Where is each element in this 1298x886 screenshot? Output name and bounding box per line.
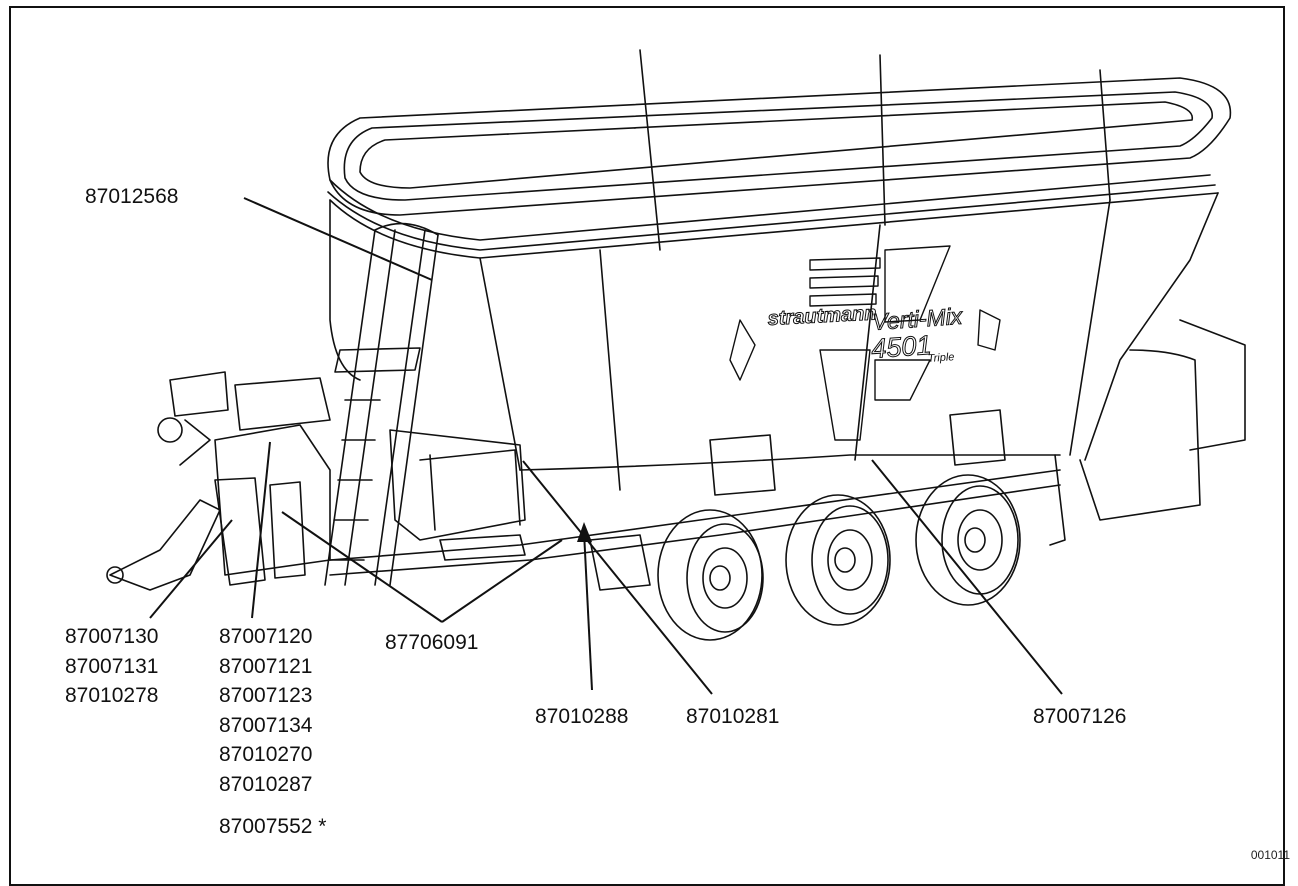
callout-control-extra: 87007552 * xyxy=(219,815,327,838)
callout-chassis: 87706091 xyxy=(385,631,479,654)
callout-side-front: 87010281 xyxy=(686,705,780,728)
callout-control-item: 87007123 xyxy=(219,684,313,707)
model-variant: Triple xyxy=(927,351,954,365)
callout-spring-mount: 87010288 xyxy=(535,705,629,728)
logo-decal: strautmann Verti-Mix 4501 Triple xyxy=(767,302,965,365)
decal-stripes xyxy=(729,245,1001,441)
chassis xyxy=(329,319,1246,576)
brand-logo: strautmann xyxy=(767,302,877,330)
platform xyxy=(214,377,526,576)
leader-lines xyxy=(149,197,1063,695)
callout-control-item: 87007120 xyxy=(219,625,313,648)
spring-mount-arrowhead xyxy=(577,522,592,542)
callout-ladder: 87012568 xyxy=(85,185,179,208)
callout-side-rear: 87007126 xyxy=(1033,705,1127,728)
suspension xyxy=(589,409,1006,591)
callout-control-item: 87007121 xyxy=(219,654,313,678)
ladder xyxy=(324,222,439,586)
model-number: 4501 xyxy=(870,330,932,364)
callout-control-item: 87010270 xyxy=(219,743,313,766)
drawbar xyxy=(106,477,306,591)
figure-code: 001011 xyxy=(1250,848,1290,862)
wheels xyxy=(657,474,1021,641)
callout-control-group: 87007120 87007121 87007123 87007134 8701… xyxy=(219,622,312,799)
scale-terminal xyxy=(157,371,229,466)
callout-control-item: 87007134 xyxy=(219,713,313,737)
callout-drawbar-group: 87007130 87007131 87010278 xyxy=(65,622,158,711)
callout-drawbar-item: 87007131 xyxy=(65,654,159,678)
callout-control-item: 87010287 xyxy=(219,772,313,796)
callout-drawbar-item: 87007130 xyxy=(65,625,159,648)
callout-drawbar-item: 87010278 xyxy=(65,684,159,707)
tub-body xyxy=(329,49,1219,491)
tub-rim xyxy=(327,77,1232,259)
